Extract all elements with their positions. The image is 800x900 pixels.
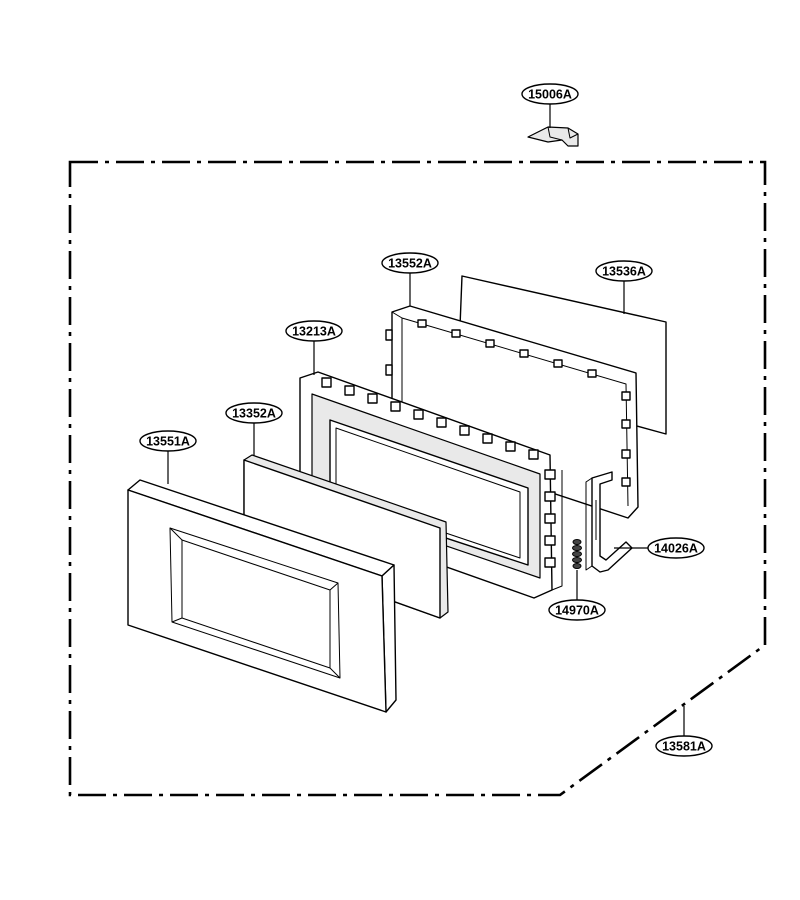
callout-13536: 13536A <box>595 260 653 282</box>
part-hinge-bracket <box>527 126 579 147</box>
callout-13552: 13552A <box>381 252 439 274</box>
callout-label: 13552A <box>388 257 432 271</box>
part-outer-door-panel <box>127 479 397 713</box>
part-inner-door-frame <box>299 371 563 599</box>
callout-14026: 14026A <box>647 537 705 559</box>
callout-13213: 13213A <box>285 320 343 342</box>
callout-label: 14970A <box>555 604 599 618</box>
callout-label: 14026A <box>654 542 698 556</box>
assembly-boundary <box>68 160 767 797</box>
callout-label: 13213A <box>292 325 336 339</box>
callout-label: 13536A <box>602 265 646 279</box>
callout-14970: 14970A <box>548 599 606 621</box>
rear-frame-tabs <box>417 319 597 378</box>
callout-label: 15006A <box>528 88 572 102</box>
callout-label: 13581A <box>662 740 706 754</box>
callout-label: 13352A <box>232 407 276 421</box>
callout-13352: 13352A <box>225 402 283 424</box>
callout-13581: 13581A <box>655 735 713 757</box>
callout-13551: 13551A <box>139 430 197 452</box>
callout-15006: 15006A <box>521 83 579 105</box>
part-spring <box>572 539 582 569</box>
inner-frame-tabs <box>321 377 539 460</box>
callout-label: 13551A <box>146 435 190 449</box>
leader-lines <box>167 104 685 736</box>
part-latch-hook <box>585 471 633 573</box>
